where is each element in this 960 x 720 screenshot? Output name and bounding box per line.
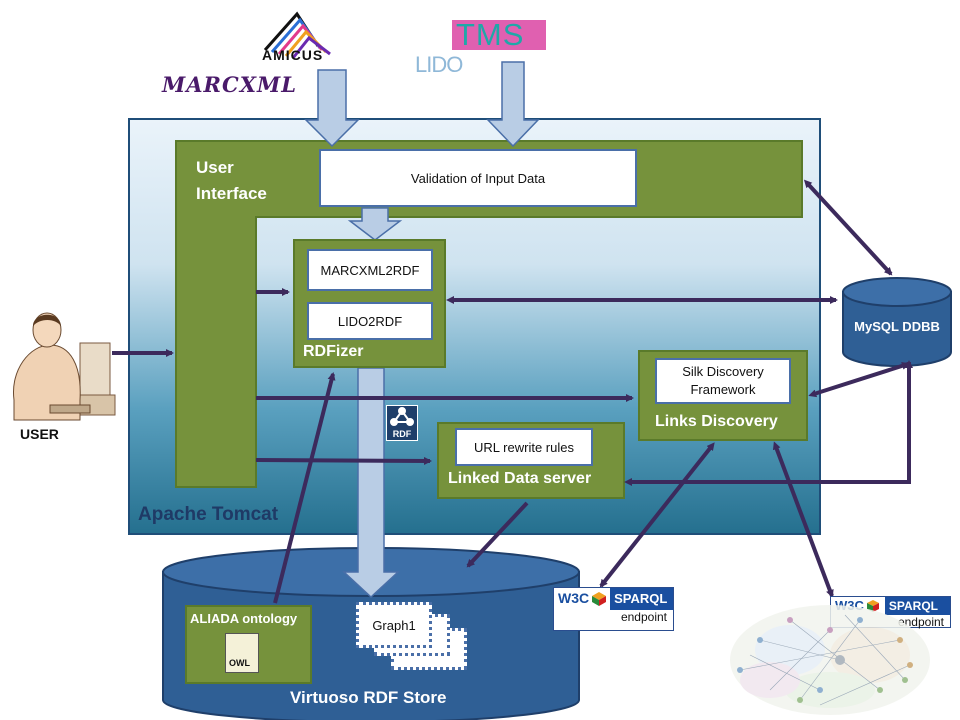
lido2rdf-module: LIDO2RDF [307,302,433,340]
user-label: USER [20,426,59,442]
owl-icon-text: OWL [229,658,250,668]
aliada-ontology-label: ALIADA ontology [190,611,298,626]
endpoint-label: endpoint [620,610,667,624]
lido-logo-text: LIDO [415,52,463,77]
sparql-text: SPARQL [610,588,673,610]
owl-document-icon: OWL [225,633,259,673]
w3c-logo-text: W3C [558,590,590,606]
tms-logo [452,20,546,50]
user-interface-line2: Interface [196,184,267,203]
linked-data-server-label: Linked Data server [448,470,592,487]
apache-tomcat-label: Apache Tomcat [138,504,279,525]
mysql-label: MySQL DDBB [854,319,940,334]
rdfizer-label: RDFizer [303,343,364,360]
lido-logo: LIDO [415,52,479,78]
user-interface-label: User Interface [196,155,267,207]
rdf-graph-glyph [390,407,414,426]
rdf-icon: RDF [386,405,418,441]
sparql-text: SPARQL [884,597,950,615]
endpoint-label: endpoint [897,615,944,629]
graph1-box: Graph1 [356,602,432,648]
user-interface-line1: User [196,158,234,177]
marcxml2rdf-module: MARCXML2RDF [307,249,433,291]
virtuoso-label: Virtuoso RDF Store [290,688,447,707]
sparql-cube-icon [592,592,607,606]
rdf-icon-text: RDF [392,429,412,439]
tms-logo-text: TMS [456,17,525,52]
marcxml-logo-text: MARCXML [162,72,298,97]
amicus-logo-text: AMICUS [262,47,324,63]
url-rewrite-box: URL rewrite rules [455,428,593,466]
sparql-endpoint-1: W3C SPARQL endpoint [553,587,674,631]
validation-box: Validation of Input Data [319,149,637,207]
